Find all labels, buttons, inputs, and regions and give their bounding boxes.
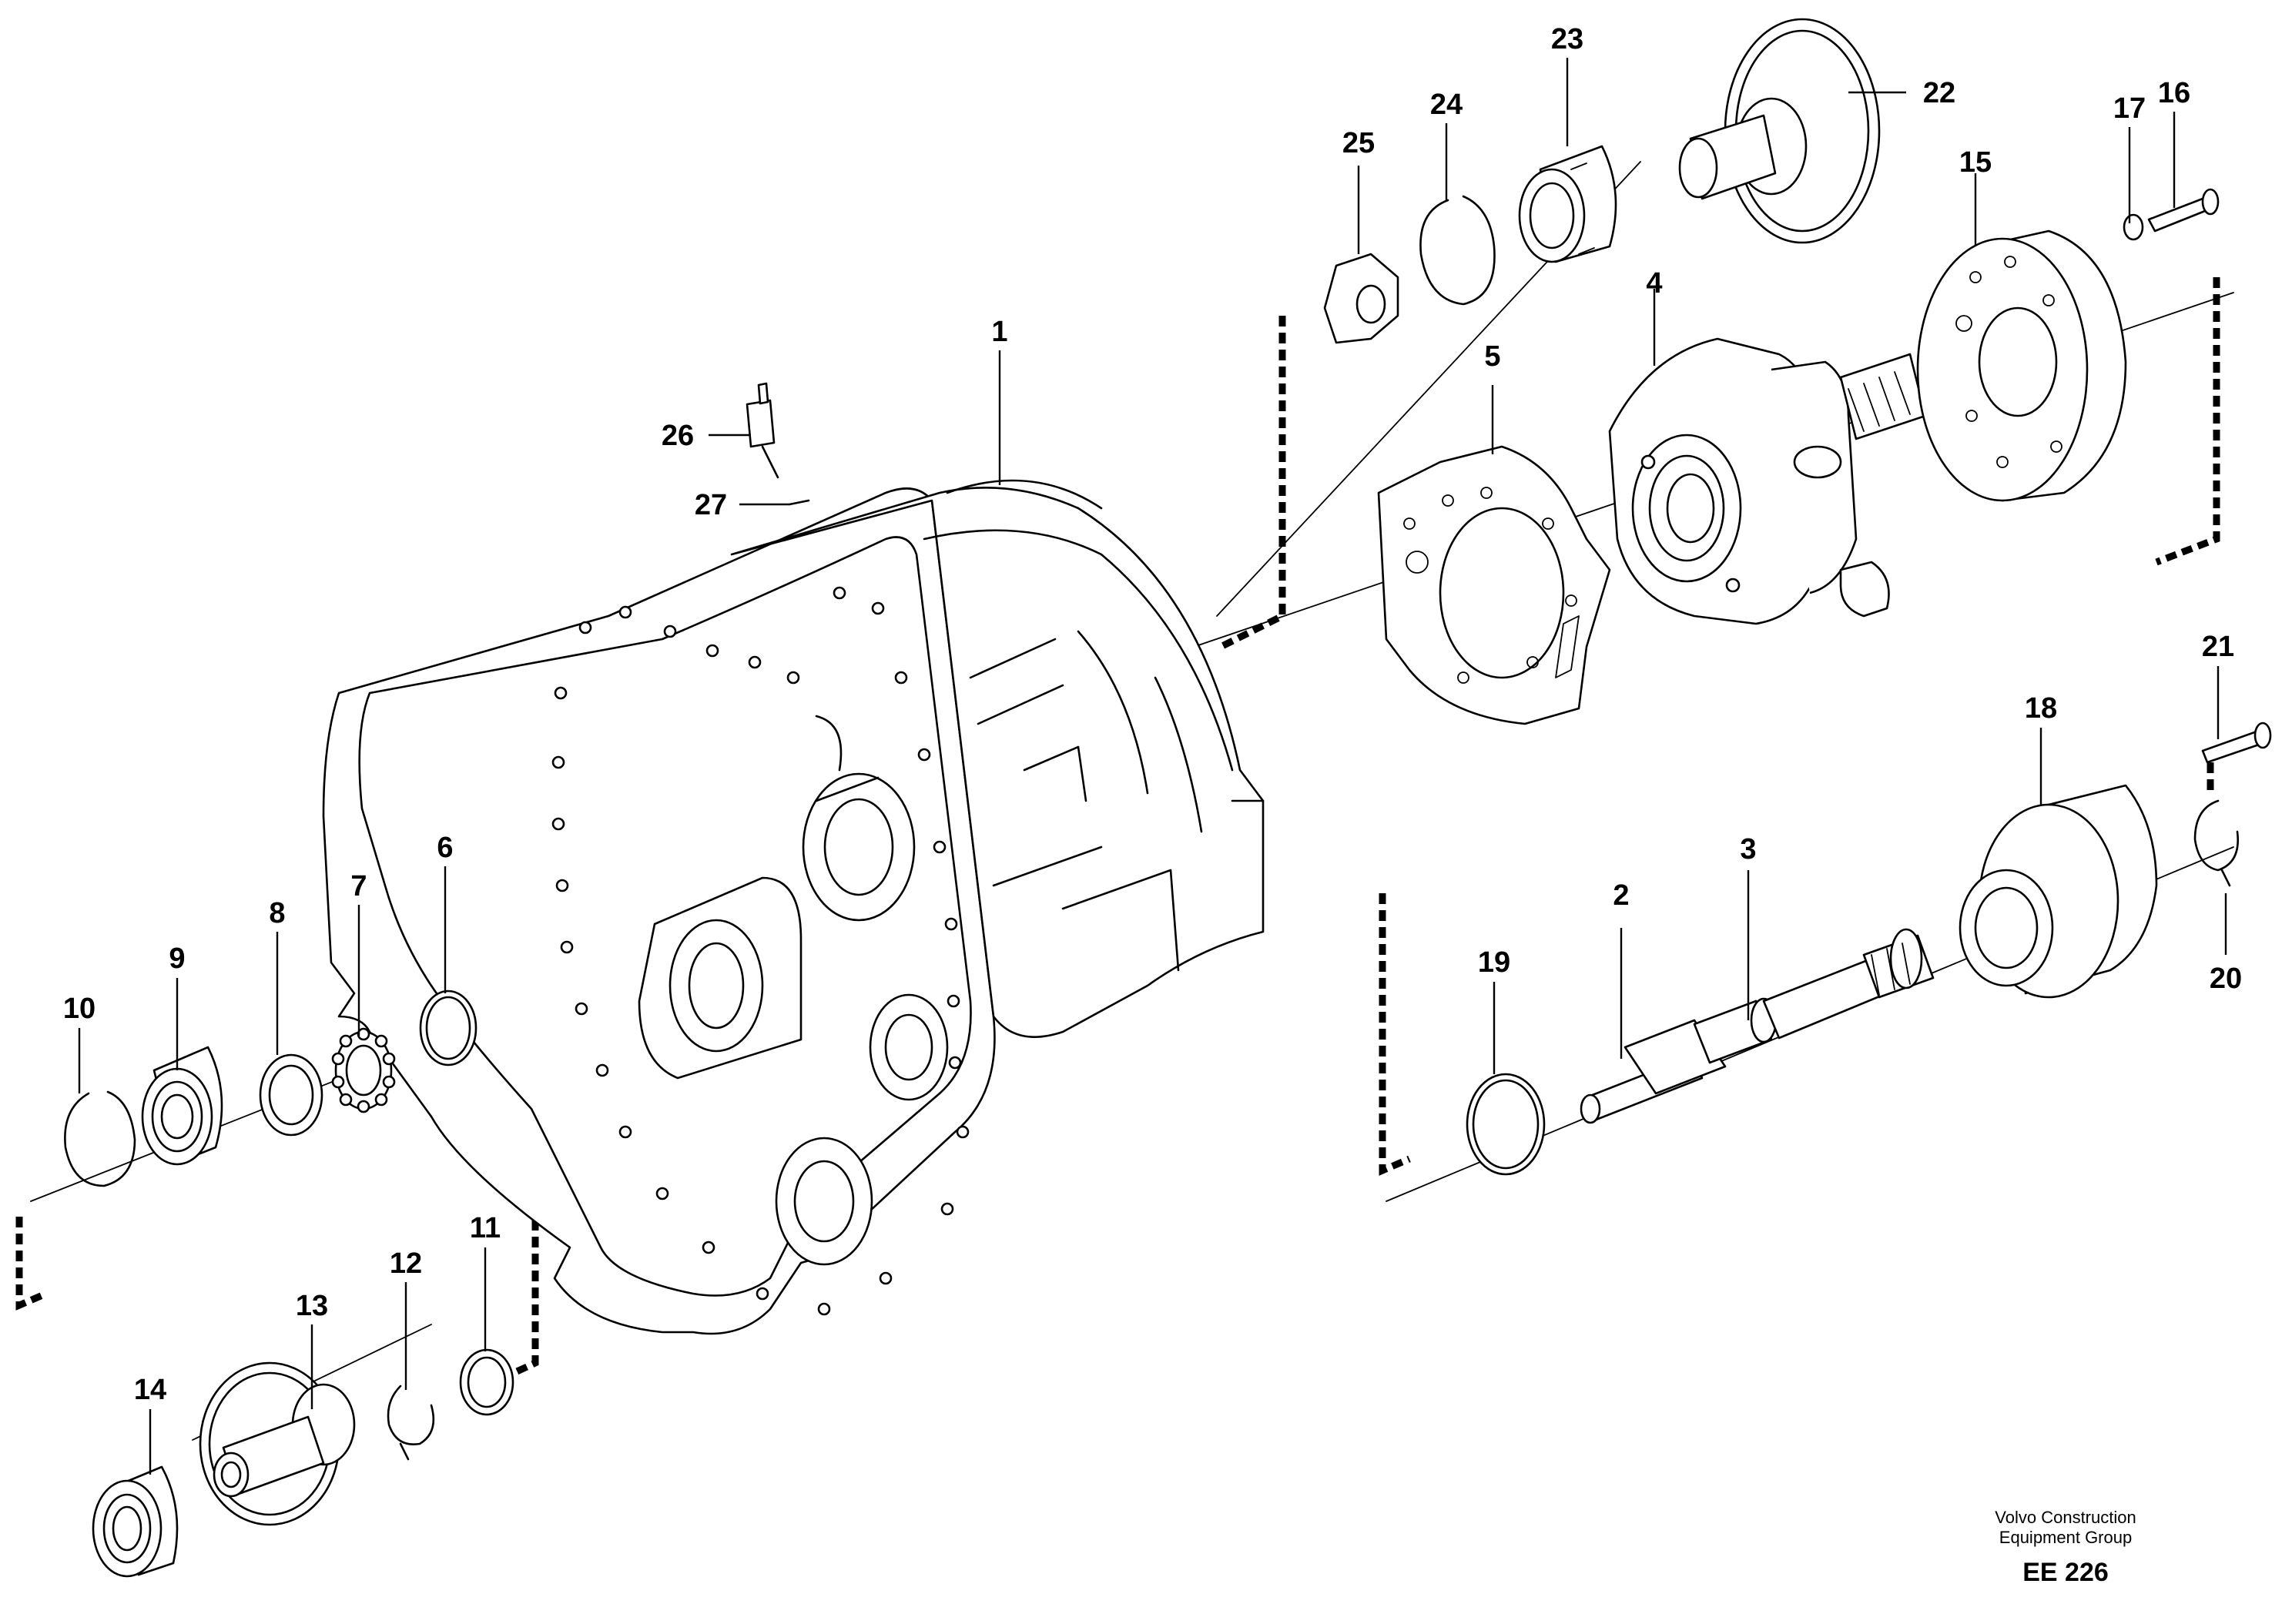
part-5-gasket <box>1377 445 1611 725</box>
part-2-3-input-shaft <box>1580 928 1935 1124</box>
part-25-lock-nut <box>1323 253 1399 344</box>
part-11-seal-ring <box>459 1348 514 1416</box>
callout-21: 21 <box>2202 631 2234 663</box>
part-6-o-ring <box>419 989 478 1066</box>
part-18-clutch-hub <box>1959 784 2158 999</box>
part-9-ball-bearing <box>141 1046 223 1166</box>
part-12-circlip <box>387 1385 435 1461</box>
figure-code: EE 226 <box>2022 1558 2109 1587</box>
part-27-sealing-washer <box>788 499 810 506</box>
publisher-credit: Volvo Construction Equipment Group EE 22… <box>1995 1508 2136 1587</box>
part-14-bearing <box>92 1465 179 1578</box>
part-22-drive-gear <box>1678 18 1881 244</box>
callout-27: 27 <box>695 489 727 521</box>
part-1-transmission-housing <box>322 479 1265 1335</box>
callout-11: 11 <box>470 1212 501 1244</box>
callout-19: 19 <box>1478 946 1510 979</box>
pump-shaft-splines <box>1848 371 1911 432</box>
callout-9: 9 <box>169 943 185 975</box>
callout-8: 8 <box>269 897 285 929</box>
callout-4: 4 <box>1646 267 1662 300</box>
part-24-snap-ring <box>1419 195 1496 306</box>
part-23-tapered-bearing <box>1518 145 1617 263</box>
part-17-washer <box>2123 213 2144 241</box>
part-21-screw <box>2201 722 2272 764</box>
callout-15: 15 <box>1959 146 1992 179</box>
part-4-pump-housing <box>1608 337 1927 625</box>
part-10-circlip <box>64 1090 136 1187</box>
part-15-pump-cover <box>1916 229 2127 502</box>
part-7-needle-bearing <box>331 1027 396 1113</box>
callout-26: 26 <box>662 420 694 452</box>
part-13-gear <box>199 1361 356 1526</box>
callout-labels: 1 2 3 4 5 6 7 8 9 10 11 12 13 14 15 16 1… <box>63 23 2242 1406</box>
callout-12: 12 <box>390 1247 422 1280</box>
callout-23: 23 <box>1551 23 1583 55</box>
callout-18: 18 <box>2025 692 2057 725</box>
callout-3: 3 <box>1740 833 1756 866</box>
callout-13: 13 <box>296 1290 328 1322</box>
part-16-screw <box>2147 188 2220 233</box>
callout-14: 14 <box>134 1374 166 1406</box>
callout-10: 10 <box>63 993 96 1025</box>
callout-7: 7 <box>350 870 367 902</box>
callout-16: 16 <box>2158 77 2190 109</box>
part-19-o-ring <box>1466 1073 1546 1176</box>
callout-1: 1 <box>991 316 1007 348</box>
bearing-rollers <box>331 1027 396 1113</box>
callout-20: 20 <box>2210 963 2242 995</box>
leader-lines <box>78 58 2227 1475</box>
callout-22: 22 <box>1923 77 1955 109</box>
callout-5: 5 <box>1484 340 1500 373</box>
credit-line-2: Equipment Group <box>1999 1528 2132 1547</box>
part-20-circlip <box>2193 799 2239 887</box>
credit-line-1: Volvo Construction <box>1995 1508 2136 1527</box>
part-8-washer <box>259 1053 323 1137</box>
part-26-sensor <box>746 382 779 479</box>
flange-bolt-holes <box>551 586 970 1316</box>
callout-6: 6 <box>437 832 453 864</box>
callout-25: 25 <box>1342 127 1375 159</box>
callout-2: 2 <box>1613 879 1629 912</box>
callout-24: 24 <box>1430 89 1463 121</box>
callout-17: 17 <box>2113 92 2146 125</box>
